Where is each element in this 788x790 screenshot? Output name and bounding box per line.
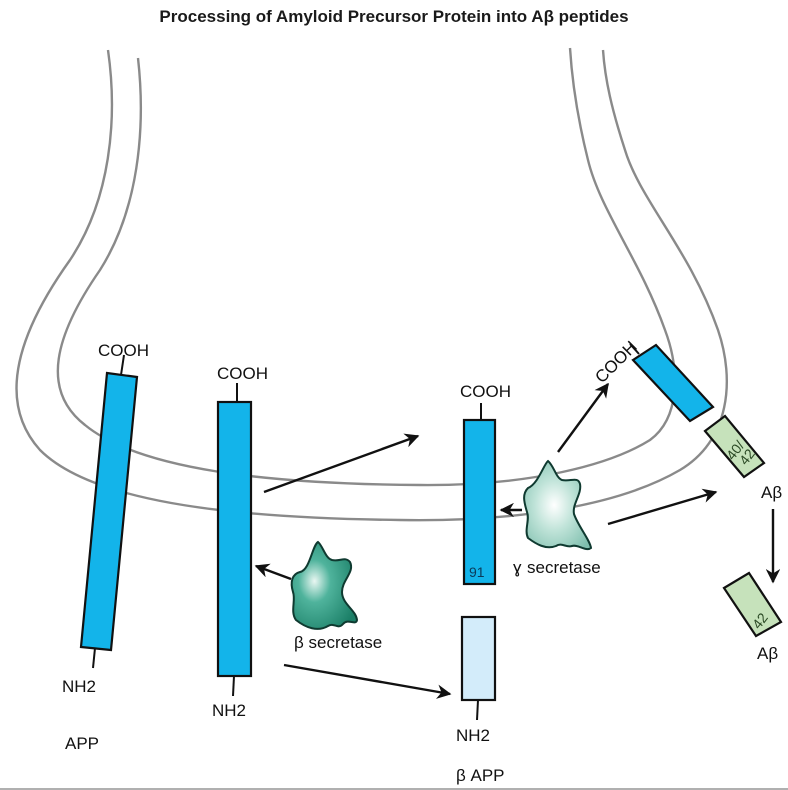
arrow-to-c99 <box>263 433 420 494</box>
app-nh2-label: NH2 <box>62 677 96 696</box>
app-protein <box>79 354 139 669</box>
arrow-to-abeta <box>607 488 718 526</box>
c99-number-label: 91 <box>469 564 485 580</box>
arrow-to-beta-app <box>283 663 452 699</box>
abeta-label-2: Aβ <box>757 644 778 663</box>
beta-app-fragment <box>460 615 497 721</box>
gamma-symbol: ɣ <box>513 558 522 577</box>
beta-app-label: β APP <box>456 766 505 785</box>
app-nh2-tick <box>92 647 96 669</box>
arrow-to-aicd <box>557 382 609 453</box>
beta-secretase-label: β secretase <box>294 633 382 652</box>
app-cooh-label: COOH <box>98 341 149 360</box>
aicd-fragment <box>629 343 715 423</box>
app-label: APP <box>65 734 99 753</box>
beta-secretase-arrow <box>254 563 292 581</box>
app-protein-cleaving <box>216 383 253 697</box>
app-bar <box>79 371 139 652</box>
abeta-42-bar <box>722 571 783 638</box>
c99-cooh-label: COOH <box>460 382 511 401</box>
c99-fragment <box>462 403 497 586</box>
gamma-secretase-enzyme <box>523 459 593 551</box>
abeta-40-42-fragment <box>703 414 766 479</box>
abeta-40-42-bar <box>703 414 766 479</box>
app-cooh-tick <box>120 354 125 376</box>
abeta-42-fragment <box>722 571 783 638</box>
diagram-title: Processing of Amyloid Precursor Protein … <box>159 7 628 26</box>
gamma-secretase-label: secretase <box>527 558 601 577</box>
aicd-bar <box>631 343 715 423</box>
c99-bar <box>462 418 497 586</box>
app2-nh2-tick <box>232 675 235 697</box>
beta-app-bar <box>460 615 497 702</box>
app2-bar <box>216 400 253 678</box>
beta-secretase-enzyme <box>290 540 359 630</box>
beta-app-nh2-tick <box>476 699 479 721</box>
app2-cooh-label: COOH <box>217 364 268 383</box>
app2-nh2-label: NH2 <box>212 701 246 720</box>
abeta-label-1: Aβ <box>761 483 782 502</box>
aicd-cooh-tick <box>629 343 640 355</box>
beta-app-nh2-label: NH2 <box>456 726 490 745</box>
